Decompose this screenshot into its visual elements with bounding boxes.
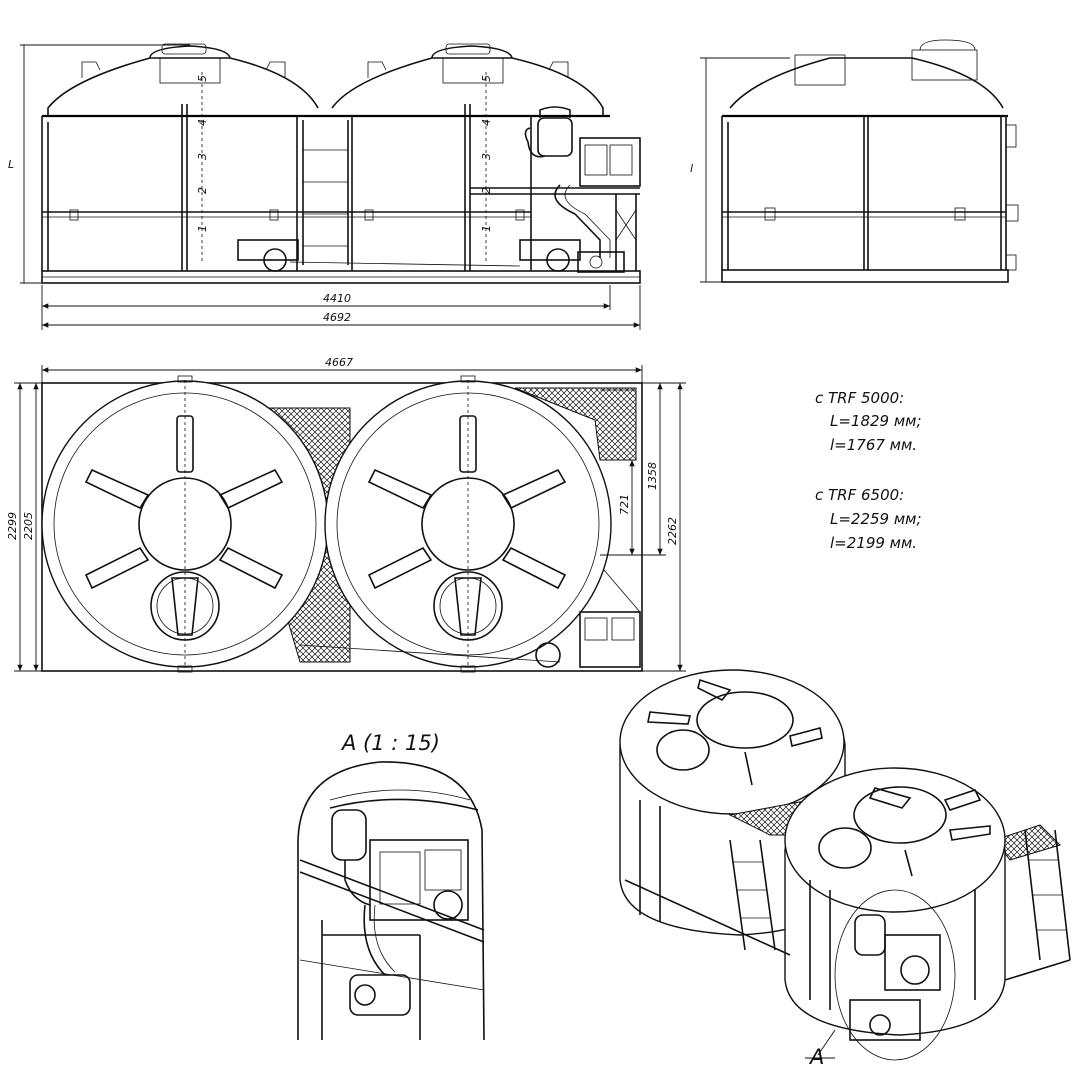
front-ladder — [302, 120, 349, 265]
front-fittings — [69, 209, 581, 272]
dim-side-height-label: l — [690, 162, 693, 175]
scale-mark: 5 — [196, 75, 209, 82]
tank-2-scale: 5 4 3 2 1 — [480, 75, 493, 232]
front-pump-assembly — [470, 106, 641, 273]
scale-mark: 3 — [196, 153, 209, 160]
scale-mark: 1 — [196, 225, 209, 232]
detail-a-callout: А — [808, 1045, 824, 1069]
note-L-trf5000: L=1829 мм; — [830, 412, 922, 430]
plan-pump-group — [299, 569, 641, 668]
dim-platform-offset: 721 — [618, 494, 631, 515]
scale-mark: 1 — [480, 225, 493, 232]
dim-front-total-length: 4692 — [323, 311, 351, 324]
dim-plan-length: 4667 — [325, 356, 353, 369]
scale-mark: 4 — [480, 119, 493, 126]
detail-a-title: А (1 : 15) — [340, 731, 440, 755]
note-l-trf5000: l=1767 мм. — [830, 436, 917, 454]
plan-view — [14, 365, 686, 673]
tank-1-scale: 5 4 3 2 1 — [196, 75, 209, 232]
note-model-trf5000: с TRF 5000: — [815, 389, 904, 407]
note-l-trf6500: l=2199 мм. — [830, 534, 917, 552]
scale-mark: 2 — [196, 187, 209, 194]
scale-mark: 5 — [480, 75, 493, 82]
front-view — [20, 43, 641, 330]
dim-plan-width-right: 2262 — [666, 517, 679, 545]
plan-dimensions — [14, 365, 686, 672]
front-dimensions — [20, 44, 641, 330]
scale-mark: 3 — [480, 153, 493, 160]
isometric-view — [619, 669, 1071, 1061]
notes-trf5000: с TRF 5000: L=1829 мм; l=1767 мм. — [815, 389, 922, 454]
scale-mark: 2 — [480, 187, 493, 194]
dim-front-height-label: L — [8, 158, 14, 171]
notes-trf6500: с TRF 6500: L=2259 мм; l=2199 мм. — [815, 486, 922, 552]
plan-tank-2 — [324, 375, 612, 673]
dim-platform-depth: 1358 — [646, 462, 659, 490]
front-tank-2 — [331, 43, 604, 271]
note-L-trf6500: L=2259 мм; — [830, 510, 922, 528]
dim-front-inner-length: 4410 — [323, 292, 351, 305]
scale-mark: 4 — [196, 119, 209, 126]
note-model-trf6500: с TRF 6500: — [815, 486, 904, 504]
dim-plan-width-inner: 2205 — [22, 512, 35, 540]
dim-plan-width-outer: 2299 — [6, 512, 19, 540]
front-tank-1 — [47, 43, 319, 271]
side-view — [700, 39, 1019, 283]
detail-a-view — [297, 761, 485, 1041]
